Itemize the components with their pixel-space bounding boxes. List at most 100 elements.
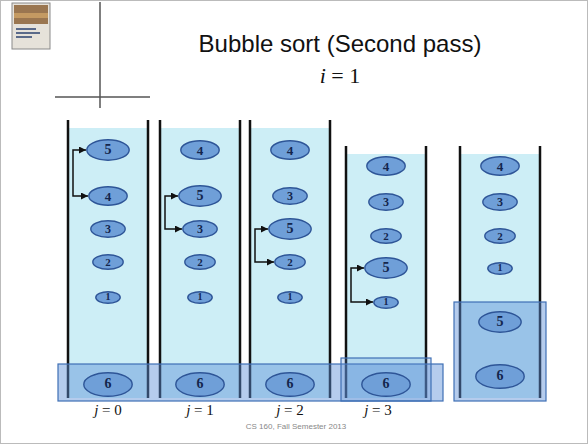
number-oval: 6 <box>475 364 525 389</box>
number-text: 5 <box>197 189 204 203</box>
number-text: 4 <box>383 160 390 173</box>
number-oval: 6 <box>265 372 315 397</box>
number-text: 2 <box>497 231 503 242</box>
number-oval: 1 <box>277 291 303 304</box>
number-oval: 2 <box>92 254 124 270</box>
number-oval: 2 <box>274 254 306 270</box>
step-label: j = 1 <box>186 402 214 419</box>
tube-wall <box>249 120 252 398</box>
oval-shape <box>374 296 398 307</box>
cover-frame <box>12 3 50 49</box>
number-oval: 5 <box>478 311 522 333</box>
oval-shape <box>485 229 515 243</box>
number-oval: 1 <box>373 296 399 309</box>
oval-shape <box>488 262 512 273</box>
number-oval: 4 <box>480 156 520 176</box>
number-oval: 5 <box>178 185 222 207</box>
oval-shape <box>367 157 405 175</box>
step-label: j = 2 <box>276 402 304 419</box>
number-text: 1 <box>198 292 203 302</box>
deco-line <box>99 2 101 108</box>
oval-shape <box>476 364 524 387</box>
oval-shape <box>275 255 305 269</box>
sorted-band <box>341 358 431 401</box>
tube-wall <box>159 120 162 398</box>
oval-shape <box>371 229 401 243</box>
oval-shape <box>365 258 407 278</box>
oval-shape <box>269 219 311 239</box>
tube-wall <box>67 120 70 398</box>
number-oval: 3 <box>482 193 518 211</box>
number-text: 1 <box>106 292 111 302</box>
tube-fill <box>250 128 330 398</box>
number-text: 2 <box>383 231 389 242</box>
tube-wall <box>147 120 150 398</box>
number-oval: 4 <box>88 186 128 206</box>
oval-shape <box>188 291 212 302</box>
tube-wall <box>239 120 242 398</box>
swap-arrow <box>165 196 182 229</box>
oval-shape <box>84 372 132 395</box>
oval-shape <box>87 140 129 160</box>
number-text: 6 <box>105 377 112 391</box>
number-oval: 3 <box>272 187 308 205</box>
number-oval: 3 <box>182 220 218 238</box>
number-text: 3 <box>287 190 293 202</box>
oval-shape <box>176 372 224 395</box>
number-text: 1 <box>288 292 293 302</box>
cover-title-bar <box>16 28 36 30</box>
cover-title-bar <box>16 32 40 34</box>
oval-shape <box>479 312 521 332</box>
step-label: j = 3 <box>364 402 392 419</box>
number-oval: 4 <box>366 156 406 176</box>
number-oval: 1 <box>95 291 121 304</box>
number-text: 4 <box>497 160 504 173</box>
oval-shape <box>481 157 519 175</box>
oval-shape <box>273 188 307 204</box>
slide-title: Bubble sort (Second pass) <box>199 30 482 58</box>
number-text: 6 <box>197 377 204 391</box>
oval-shape <box>362 372 410 395</box>
number-text: 5 <box>287 222 294 236</box>
oval-shape <box>93 255 123 269</box>
number-oval: 2 <box>184 254 216 270</box>
number-text: 1 <box>384 297 389 307</box>
tube-fill <box>68 128 148 398</box>
sorted-band <box>454 302 546 401</box>
number-oval: 4 <box>180 140 220 160</box>
book-cover <box>12 3 50 49</box>
number-oval: 3 <box>368 193 404 211</box>
swap-arrow <box>73 150 88 196</box>
number-oval: 3 <box>90 220 126 238</box>
oval-shape <box>266 372 314 395</box>
footer-note: CS 160, Fall Semester 2013 <box>246 422 347 431</box>
number-oval: 5 <box>86 139 130 161</box>
oval-shape <box>91 221 125 237</box>
number-oval: 6 <box>83 372 133 397</box>
number-oval: 5 <box>364 257 408 279</box>
number-text: 3 <box>197 223 203 235</box>
number-text: 5 <box>105 143 112 157</box>
tube-wall <box>329 120 332 398</box>
deco-line <box>55 96 150 98</box>
number-text: 2 <box>105 257 111 268</box>
step-label: j = 0 <box>94 402 122 419</box>
oval-shape <box>183 221 217 237</box>
number-text: 4 <box>287 144 294 157</box>
number-oval: 5 <box>268 218 312 240</box>
oval-shape <box>185 255 215 269</box>
oval-shape <box>369 194 403 210</box>
number-text: 2 <box>197 257 203 268</box>
oval-shape <box>278 291 302 302</box>
cover-picture <box>14 5 48 24</box>
oval-shape <box>179 186 221 206</box>
number-oval: 4 <box>270 140 310 160</box>
number-text: 6 <box>383 377 390 391</box>
oval-shape <box>89 187 127 205</box>
cover-title-bar <box>16 36 32 38</box>
oval-shape <box>483 194 517 210</box>
number-text: 6 <box>287 377 294 391</box>
number-text: 3 <box>497 196 503 208</box>
number-oval: 1 <box>187 291 213 304</box>
